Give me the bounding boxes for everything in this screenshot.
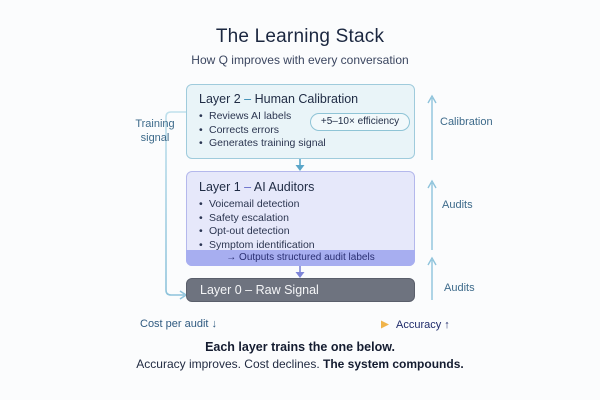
layer-1-title: Layer 1 – AI Auditors	[199, 180, 315, 194]
footer-tagline: Accuracy improves. Cost declines. The sy…	[136, 357, 464, 371]
layer-2-box: Layer 2 – Human Calibration •Reviews AI …	[186, 84, 415, 159]
cost-per-audit-label: Cost per audit ↓	[140, 318, 218, 330]
list-item: •Symptom identification	[199, 238, 315, 251]
right-arrow-top-head	[427, 94, 437, 104]
page-title: The Learning Stack	[215, 26, 385, 47]
accuracy-label: Accuracy ↑	[396, 319, 450, 331]
page-subtitle: How Q improves with every conversation	[191, 53, 409, 67]
down-arrow-1-0-head	[295, 272, 305, 278]
layer-0-box: Layer 0 – Raw Signal	[186, 278, 415, 302]
layer-1-list: •Voicemail detection •Safety escalation …	[199, 198, 315, 252]
down-arrow-2-1-head	[295, 165, 305, 171]
layer-0-title: Layer 0 – Raw Signal	[200, 283, 319, 297]
list-item: •Voicemail detection	[199, 198, 300, 210]
footer-headline: Each layer trains the one below.	[205, 340, 395, 354]
audits-label-bottom: Audits	[444, 282, 475, 294]
list-item: •Reviews AI labels	[199, 110, 292, 122]
training-signal-line	[165, 111, 186, 296]
right-arrow-mid-head	[427, 179, 437, 189]
list-item: •Safety escalation	[199, 211, 289, 224]
calibration-label: Calibration	[440, 116, 493, 128]
layer-2-list: •Reviews AI labels •Corrects errors •Gen…	[199, 110, 326, 151]
layer-2-title: Layer 2 – Human Calibration	[199, 92, 359, 106]
list-item: •Corrects errors	[199, 123, 280, 136]
efficiency-badge: +5–10× efficiency	[310, 113, 410, 131]
layer-1-output-bar: → Outputs structured audit labels	[186, 250, 415, 266]
list-item: •Generates training signal	[199, 137, 326, 149]
right-arrow-bottom-head	[427, 256, 437, 266]
audits-label: Audits	[442, 199, 473, 211]
list-item: •Opt-out detection	[199, 225, 290, 237]
cost-accuracy-arrowhead	[381, 320, 389, 329]
training-signal-label: Training signal	[135, 118, 175, 144]
